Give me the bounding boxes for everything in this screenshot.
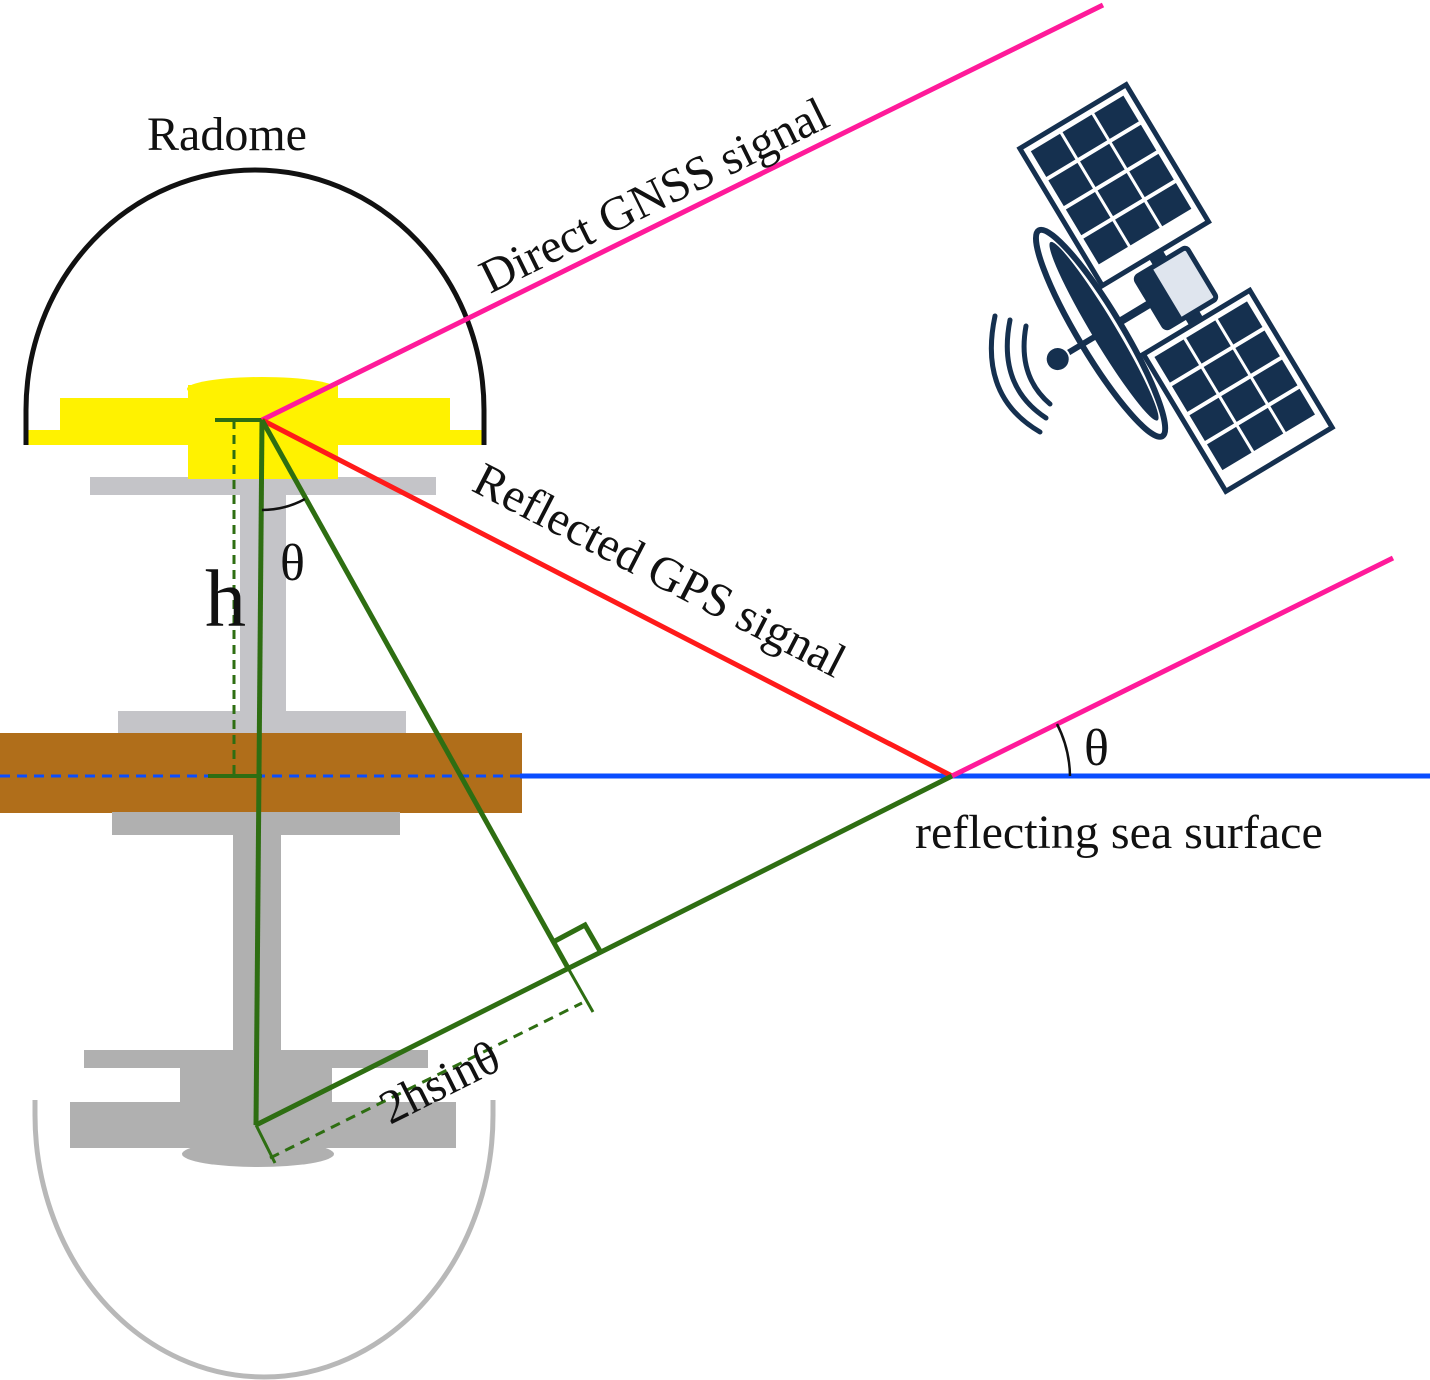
incoming-signal-line — [950, 555, 1395, 779]
radome-label: Radome — [147, 108, 307, 161]
sea-surface-label: reflecting sea surface — [915, 806, 1323, 859]
direct-signal-label: Direct GNSS signal — [471, 87, 836, 303]
height-dimension — [208, 418, 262, 778]
gnss-antenna — [28, 377, 483, 479]
radome — [23, 167, 487, 445]
satellite-icon — [1016, 81, 1336, 495]
path-geometry — [253, 418, 954, 1164]
antenna-mast — [90, 477, 436, 735]
antenna-angle-arc — [261, 497, 306, 512]
surface-angle-arc — [1055, 723, 1072, 777]
height-label: h — [205, 553, 246, 644]
antenna-angle-label: θ — [280, 535, 305, 592]
direct-signal-line — [260, 2, 1105, 423]
reflected-signal-line — [260, 417, 954, 779]
surface-angle-label: θ — [1084, 720, 1109, 777]
mirror-radome — [32, 1100, 496, 1380]
signal-waves-icon — [988, 313, 1053, 435]
reflected-signal-label: Reflected GPS signal — [465, 453, 854, 688]
